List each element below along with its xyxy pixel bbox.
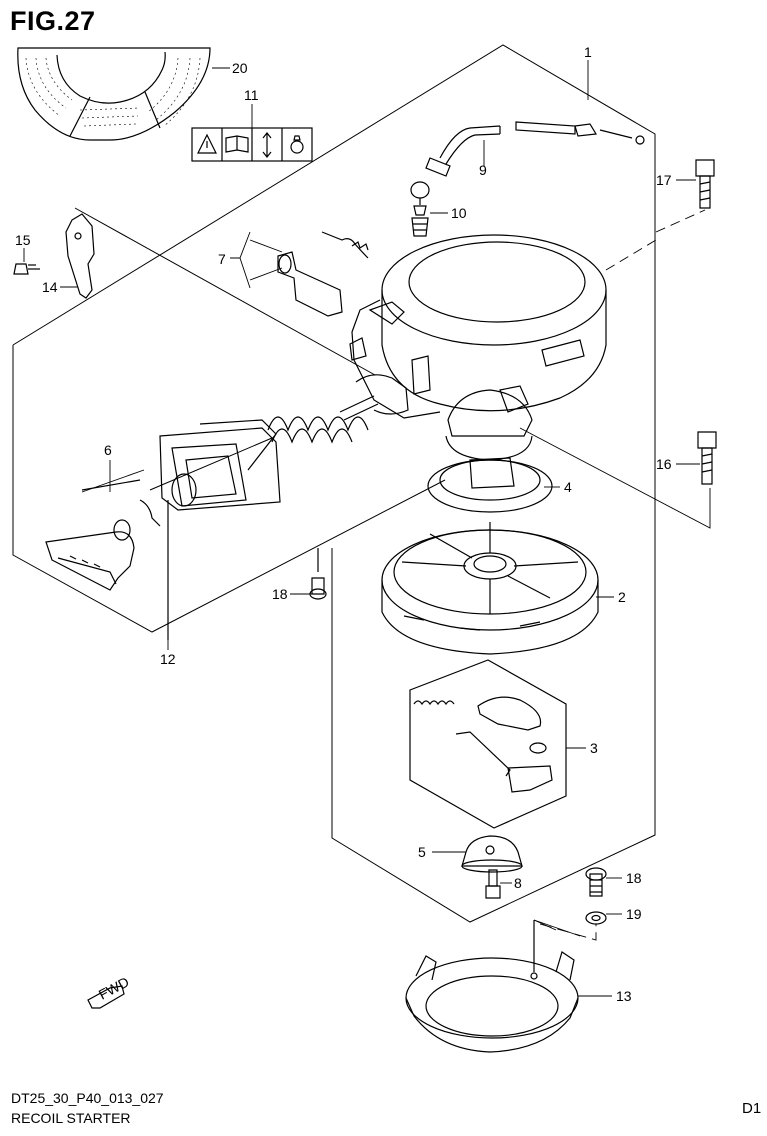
starter-cover-plate — [405, 920, 579, 1053]
figure-title: FIG.27 — [10, 6, 96, 36]
callout-19: 19 — [626, 906, 642, 922]
callout-20: 20 — [232, 60, 248, 76]
figure-name: RECOIL STARTER — [11, 1110, 131, 1126]
starter-reel-part — [381, 522, 599, 655]
callout-6: 6 — [104, 442, 112, 458]
flange-bolt-15 — [13, 263, 40, 275]
return-spring — [267, 395, 379, 444]
bolt-16 — [697, 431, 717, 485]
warning-label-part — [191, 127, 313, 162]
callout-16: 16 — [656, 456, 672, 472]
callout-5: 5 — [418, 844, 426, 860]
callout-9: 9 — [479, 162, 487, 178]
grommet-part — [410, 181, 430, 237]
up-down-arrow-icon — [262, 132, 272, 158]
callout-18-left: 18 — [272, 586, 288, 602]
manual-book-icon — [225, 135, 249, 153]
callout-1: 1 — [584, 44, 592, 60]
callout-10: 10 — [451, 205, 467, 221]
warning-icon — [197, 133, 217, 154]
cover-shield-part — [17, 47, 211, 141]
bracket-part — [277, 231, 369, 317]
callout-11: 11 — [244, 87, 259, 103]
reel-cap-part — [461, 835, 523, 873]
callout-labels: 1 20 11 9 17 10 15 7 14 6 16 4 18 2 12 3… — [15, 44, 672, 1004]
ratchet-kit-part — [409, 659, 567, 829]
screw-18-left — [309, 548, 327, 600]
cable-part — [425, 121, 645, 177]
callout-17: 17 — [656, 172, 672, 188]
handle-seal-part — [159, 419, 281, 640]
leader-lines — [23, 60, 711, 997]
callout-18-right: 18 — [626, 870, 642, 886]
side-bracket-part — [65, 213, 95, 299]
callout-3: 3 — [590, 740, 598, 756]
callout-7: 7 — [218, 251, 226, 267]
callout-4: 4 — [564, 479, 572, 495]
figure-code: DT25_30_P40_013_027 — [11, 1090, 164, 1106]
starter-case-part — [349, 234, 607, 419]
screw-18-right — [585, 867, 607, 897]
forward-arrow-icon — [87, 985, 125, 1009]
starter-handle-part — [45, 479, 161, 591]
callout-12: 12 — [160, 651, 176, 667]
bolt-17 — [695, 159, 715, 209]
washer-19 — [585, 911, 607, 925]
bell-icon — [290, 135, 304, 154]
reel-cam-part — [427, 389, 553, 513]
callout-2: 2 — [618, 589, 626, 605]
callout-14: 14 — [42, 279, 58, 295]
bolt-8 — [485, 869, 501, 899]
page-tag: D1 — [742, 1100, 762, 1117]
callout-15: 15 — [15, 232, 31, 248]
callout-8: 8 — [514, 875, 522, 891]
assembly-outline — [12, 44, 656, 923]
callout-13: 13 — [616, 988, 632, 1004]
